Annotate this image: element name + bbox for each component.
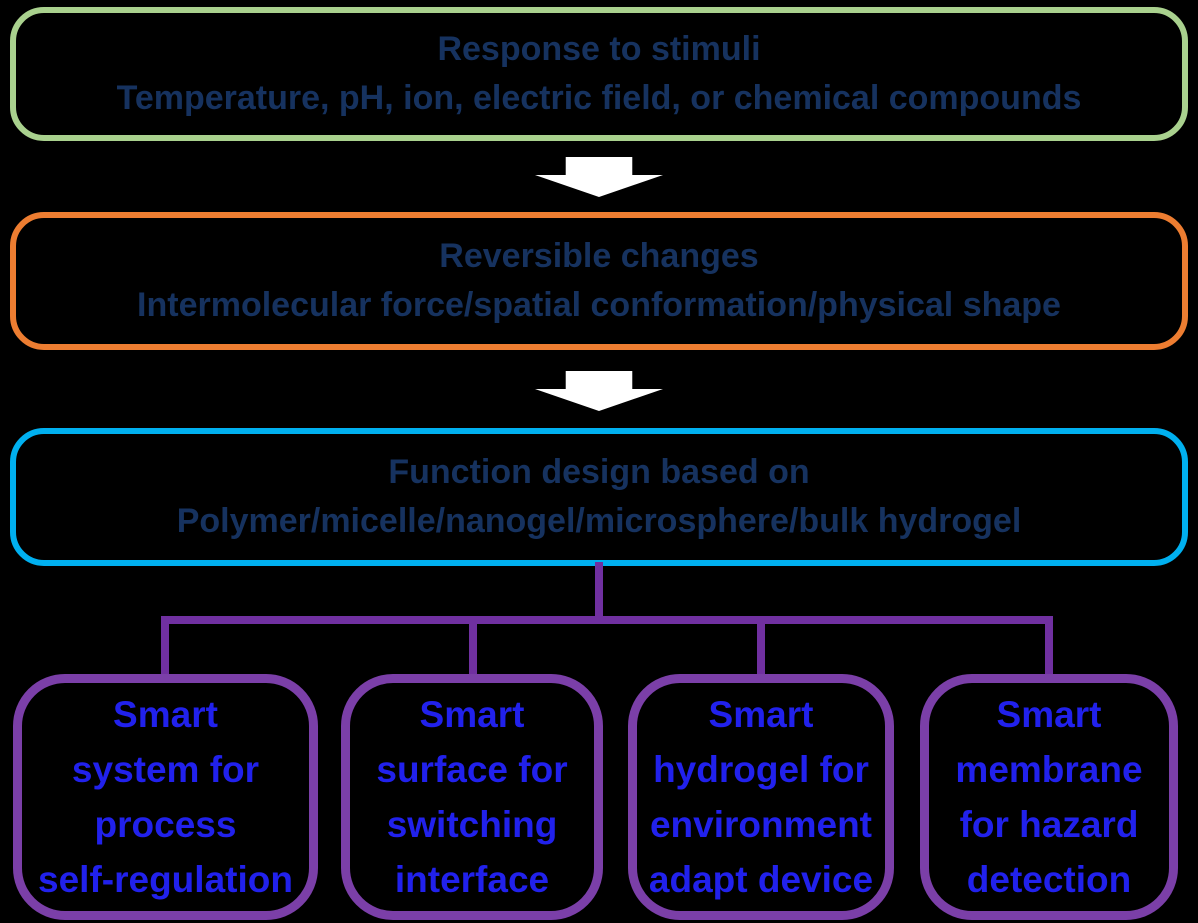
connector-drop-line: [1045, 616, 1053, 676]
leaf-line: for hazard: [959, 804, 1139, 845]
down-arrow-icon: [535, 371, 663, 411]
connector-drop-line: [161, 616, 169, 676]
function-design-title: Function design based on: [388, 453, 810, 491]
leaf-line: detection: [966, 859, 1132, 900]
leaf-line: environment: [649, 804, 873, 845]
leaf-line: process: [94, 804, 237, 845]
reversible-changes-title: Reversible changes: [439, 237, 759, 275]
connector-drop-line: [469, 616, 477, 676]
leaf-line: membrane: [955, 749, 1143, 790]
leaf-line: Smart: [708, 694, 814, 735]
response-to-stimuli-box: Response to stimuli Temperature, pH, ion…: [10, 7, 1188, 141]
reversible-changes-subtitle: Intermolecular force/spatial conformatio…: [137, 286, 1061, 324]
leaf-line: hydrogel for: [653, 749, 869, 790]
leaf-line: system for: [71, 749, 260, 790]
connector-horizontal-line: [161, 616, 1053, 624]
down-arrow-icon: [535, 157, 663, 197]
connector-stem-line: [595, 562, 603, 624]
leaf-line: Smart: [113, 694, 218, 735]
function-design-subtitle: Polymer/micelle/nanogel/microsphere/bulk…: [176, 502, 1022, 540]
leaf-line: surface for: [376, 749, 568, 790]
function-design-box: Function design based on Polymer/micelle…: [10, 428, 1188, 566]
smart-hydrogel-box: Smart hydrogel for environment adapt dev…: [628, 674, 894, 920]
response-to-stimuli-subtitle: Temperature, pH, ion, electric field, or…: [116, 79, 1082, 117]
leaf-line: adapt device: [648, 859, 874, 900]
leaf-line: Smart: [419, 694, 525, 735]
response-to-stimuli-title: Response to stimuli: [437, 30, 761, 68]
smart-system-box: Smart system for process self-regulation: [13, 674, 318, 920]
leaf-line: self-regulation: [38, 859, 293, 900]
reversible-changes-box: Reversible changes Intermolecular force/…: [10, 212, 1188, 350]
smart-membrane-box: Smart membrane for hazard detection: [920, 674, 1178, 920]
leaf-line: interface: [394, 859, 550, 900]
leaf-line: Smart: [996, 694, 1102, 735]
smart-surface-box: Smart surface for switching interface: [341, 674, 603, 920]
leaf-line: switching: [386, 804, 558, 845]
connector-drop-line: [757, 616, 765, 676]
